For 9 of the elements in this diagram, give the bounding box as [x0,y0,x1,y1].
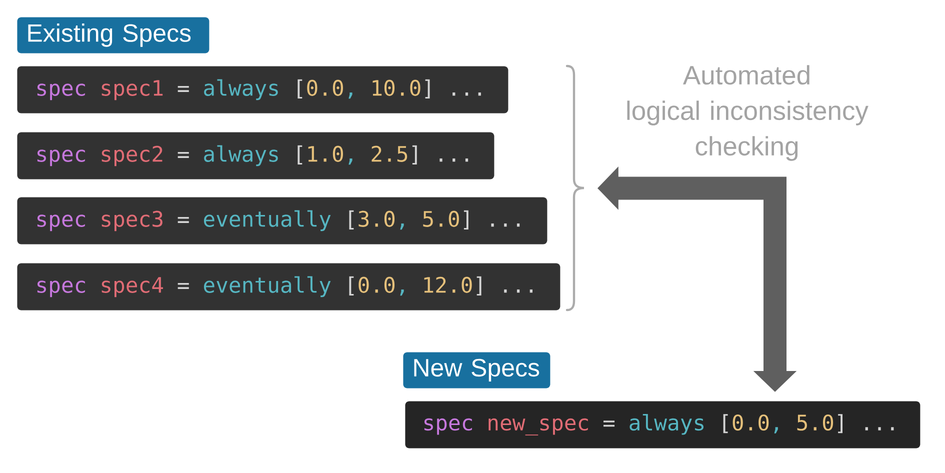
code-box: spec spec4 = eventually [0.0, 12.0] ... [17,263,560,310]
code-box: spec spec3 = eventually [3.0, 5.0] ... [17,197,548,244]
curly-brace [566,64,586,312]
heading-tag: New Specs [403,352,550,388]
heading-tag: Existing Specs [17,17,210,54]
code-box: spec spec1 = always [0.0, 10.0] ... [17,66,508,114]
annotation-text: Automated logical inconsistency checking [627,65,868,161]
code-box: spec spec2 = always [1.0, 2.5] ... [17,132,494,180]
code-box: spec new_spec = always [0.0, 5.0] ... [405,401,920,448]
